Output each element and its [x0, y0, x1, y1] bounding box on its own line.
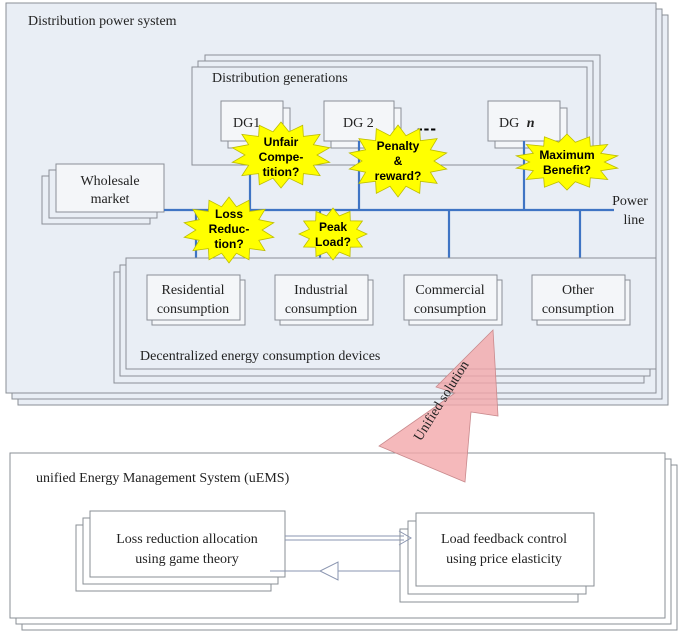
power-line-label-line2: line — [624, 213, 645, 228]
allocation-to-feedback-arrow — [285, 530, 412, 546]
residential-consumption-box: Residential consumption — [146, 274, 246, 326]
loss-line1: Loss — [215, 207, 243, 221]
unfair-line1: Unfair — [264, 135, 299, 149]
maximum-line1: Maximum — [539, 148, 594, 162]
question-bursts: Unfair Compe- tition? Penalty & reward? … — [183, 121, 620, 264]
commercial-consumption-box: Commercial consumption — [403, 274, 503, 326]
industrial-consumption-box: Industrial consumption — [274, 274, 374, 326]
loss-reduction-burst: Loss Reduc- tion? — [183, 196, 275, 264]
feedback-to-allocation-arrow — [270, 561, 400, 581]
consumption-devices-title: Decentralized energy consumption devices — [140, 349, 380, 364]
loss-line3: tion? — [214, 237, 243, 251]
dgn-box: DG n — [487, 100, 568, 149]
power-line-label-line1: Power — [612, 194, 648, 209]
maximum-benefit-burst: Maximum Benefit? — [514, 133, 620, 191]
distribution-generations-title: Distribution generations — [212, 71, 348, 86]
svg-text:DG n: DG n — [499, 116, 535, 131]
industrial-line1: Industrial — [294, 283, 348, 298]
load-feedback-line2: using price elasticity — [446, 552, 562, 567]
loss-line2: Reduc- — [209, 222, 250, 236]
penalty-line3: reward? — [375, 169, 422, 183]
load-feedback-control-box: Load feedback control using price elasti… — [399, 512, 595, 603]
residential-line1: Residential — [162, 283, 225, 298]
penalty-line2: & — [394, 154, 403, 168]
other-consumption-box: Other consumption — [531, 274, 631, 326]
loss-reduction-allocation-box: Loss reduction allocation using game the… — [75, 510, 286, 592]
dgn-label: DG — [499, 116, 519, 131]
penalty-line1: Penalty — [377, 139, 420, 153]
unfair-line3: tition? — [263, 165, 300, 179]
peak-burst-shape — [298, 207, 368, 261]
distribution-power-system-title: Distribution power system — [28, 14, 177, 29]
unified-solution-arrow-shape — [378, 329, 499, 483]
peak-line2: Load? — [315, 235, 351, 249]
loss-allocation-line1: Loss reduction allocation — [116, 532, 258, 547]
wholesale-market-line2: market — [91, 192, 130, 207]
penalty-reward-burst: Penalty & reward? — [348, 124, 448, 198]
uems-panel: unified Energy Management System (uEMS) … — [9, 452, 678, 631]
commercial-line1: Commercial — [415, 283, 484, 298]
wholesale-market-line1: Wholesale — [80, 174, 139, 189]
dg2-label: DG 2 — [343, 116, 374, 131]
consumption-devices-group: Decentralized energy consumption devices… — [113, 257, 657, 384]
unfair-competition-burst: Unfair Compe- tition? — [231, 121, 331, 189]
loss-burst-shape — [183, 196, 275, 264]
peak-line1: Peak — [319, 220, 347, 234]
other-line1: Other — [562, 283, 594, 298]
dg1-label: DG1 — [233, 116, 260, 131]
uems-title: unified Energy Management System (uEMS) — [36, 471, 290, 486]
unfair-line2: Compe- — [259, 150, 304, 164]
load-feedback-line1: Load feedback control — [441, 532, 567, 547]
loss-allocation-line2: using game theory — [135, 552, 238, 567]
wholesale-market-box: Wholesale market — [41, 163, 165, 225]
peak-load-burst: Peak Load? — [298, 207, 368, 261]
residential-line2: consumption — [157, 302, 229, 317]
dgn-suffix: n — [527, 116, 535, 131]
dg-ellipsis: --- — [417, 119, 437, 138]
other-line2: consumption — [542, 302, 614, 317]
unfair-burst-shape — [231, 121, 331, 189]
maximum-line2: Benefit? — [543, 163, 591, 177]
maximum-burst-shape — [514, 133, 620, 191]
commercial-line2: consumption — [414, 302, 486, 317]
industrial-line2: consumption — [285, 302, 357, 317]
penalty-burst-shape — [348, 124, 448, 198]
